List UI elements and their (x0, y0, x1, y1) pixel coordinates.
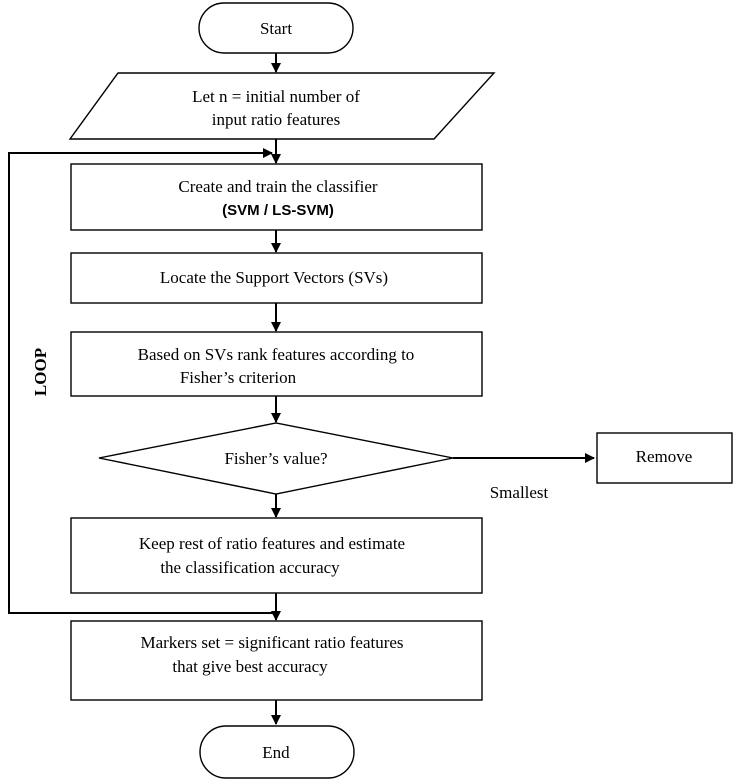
node-locate: Locate the Support Vectors (SVs) (70, 252, 483, 304)
node-keep: Keep rest of ratio features and estimate… (70, 517, 483, 594)
init-label-line1: Let n = initial number of (192, 87, 360, 106)
node-rank: Based on SVs rank features according to … (70, 331, 483, 397)
start-label: Start (260, 19, 292, 38)
create-label-line2: (SVM / LS-SVM) (222, 202, 334, 219)
smallest-label: Smallest (490, 483, 549, 502)
node-end: End (199, 725, 355, 779)
loop-label: LOOP (31, 348, 50, 396)
node-create: Create and train the classifier (SVM / L… (70, 163, 483, 231)
rank-label-line1: Based on SVs rank features according to (138, 345, 415, 364)
markers-label-line2: that give best accuracy (172, 657, 328, 676)
end-label: End (262, 743, 290, 762)
locate-label: Locate the Support Vectors (SVs) (160, 268, 388, 287)
edges (8, 53, 595, 725)
node-decision: Fisher’s value? (98, 422, 454, 495)
keep-label-line1: Keep rest of ratio features and estimate (139, 534, 405, 553)
decision-label: Fisher’s value? (224, 449, 327, 468)
node-start: Start (198, 2, 354, 54)
node-remove: Remove (596, 432, 733, 484)
markers-label-line1: Markers set = significant ratio features (140, 633, 403, 652)
node-markers: Markers set = significant ratio features… (70, 620, 483, 701)
create-label-line1: Create and train the classifier (178, 177, 378, 196)
keep-label-line2: the classification accuracy (160, 558, 340, 577)
edge-loop-back (8, 148, 276, 614)
remove-label: Remove (636, 447, 693, 466)
init-label-line2: input ratio features (212, 110, 340, 129)
rank-label-line2: Fisher’s criterion (180, 368, 297, 387)
node-init: Let n = initial number of input ratio fe… (68, 72, 496, 140)
